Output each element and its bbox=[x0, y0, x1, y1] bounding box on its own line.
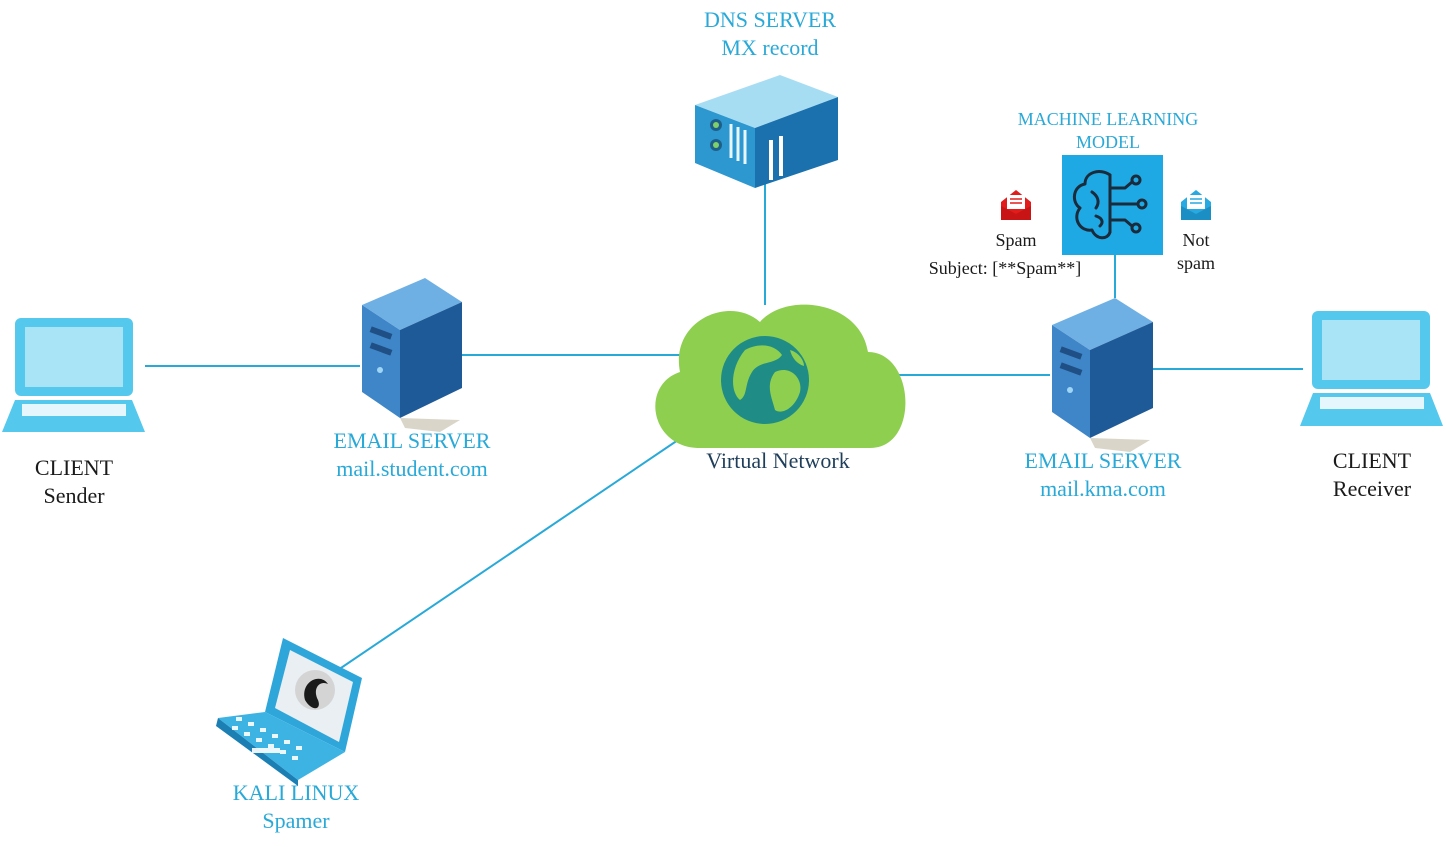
virtual-network-cloud-icon bbox=[655, 304, 906, 448]
not-spam-line1: Not bbox=[1182, 230, 1210, 250]
sender-email-server-label: EMAIL SERVER mail.student.com bbox=[300, 427, 524, 482]
sender-client-title: CLIENT bbox=[34, 455, 114, 480]
receiver-client-subtitle: Receiver bbox=[1332, 475, 1412, 501]
kali-linux-title: KALI LINUX bbox=[232, 780, 360, 805]
spam-label: Spam bbox=[995, 230, 1037, 250]
dns-server-label: DNS SERVER MX record bbox=[680, 6, 860, 61]
ml-model-title-line2: MODEL bbox=[1076, 131, 1140, 152]
virtual-network-label: Virtual Network bbox=[706, 448, 850, 473]
kali-laptop-icon bbox=[216, 638, 362, 786]
receiver-email-server-label: EMAIL SERVER mail.kma.com bbox=[993, 447, 1213, 502]
sender-client-label: CLIENT Sender bbox=[4, 454, 144, 509]
dns-server-subtitle: MX record bbox=[721, 34, 819, 60]
sender-email-server-subtitle: mail.student.com bbox=[336, 455, 488, 481]
ml-model-label: MACHINE LEARNING MODEL bbox=[990, 108, 1226, 153]
kali-linux-label: KALI LINUX Spamer bbox=[206, 779, 386, 834]
sender-email-server-icon bbox=[362, 278, 462, 432]
link-cloud-to-kali bbox=[334, 439, 679, 673]
machine-learning-brain-icon bbox=[1062, 155, 1163, 255]
spam-mail-icon bbox=[1001, 190, 1031, 220]
dns-server-icon bbox=[695, 75, 838, 188]
receiver-email-server-subtitle: mail.kma.com bbox=[1040, 475, 1166, 501]
ml-model-title-line1: MACHINE LEARNING bbox=[1017, 109, 1199, 129]
receiver-client-title: CLIENT bbox=[1332, 448, 1412, 473]
connection-lines bbox=[145, 180, 1303, 673]
receiver-laptop-icon bbox=[1300, 311, 1443, 426]
dns-server-title: DNS SERVER bbox=[703, 7, 837, 32]
not-spam-label: Not spam bbox=[1160, 229, 1232, 274]
receiver-email-server-icon bbox=[1052, 298, 1153, 452]
sender-laptop-icon bbox=[2, 318, 145, 432]
receiver-email-server-title: EMAIL SERVER bbox=[1024, 448, 1182, 473]
not-spam-line2: spam bbox=[1177, 252, 1215, 273]
kali-linux-subtitle: Spamer bbox=[262, 807, 330, 833]
receiver-client-label: CLIENT Receiver bbox=[1302, 447, 1442, 502]
kali-dragon-icon bbox=[295, 670, 335, 710]
sender-email-server-title: EMAIL SERVER bbox=[333, 428, 491, 453]
spam-subject-label: Subject: [**Spam**] bbox=[928, 258, 1082, 278]
not-spam-mail-icon bbox=[1181, 190, 1211, 220]
sender-client-subtitle: Sender bbox=[43, 482, 105, 508]
